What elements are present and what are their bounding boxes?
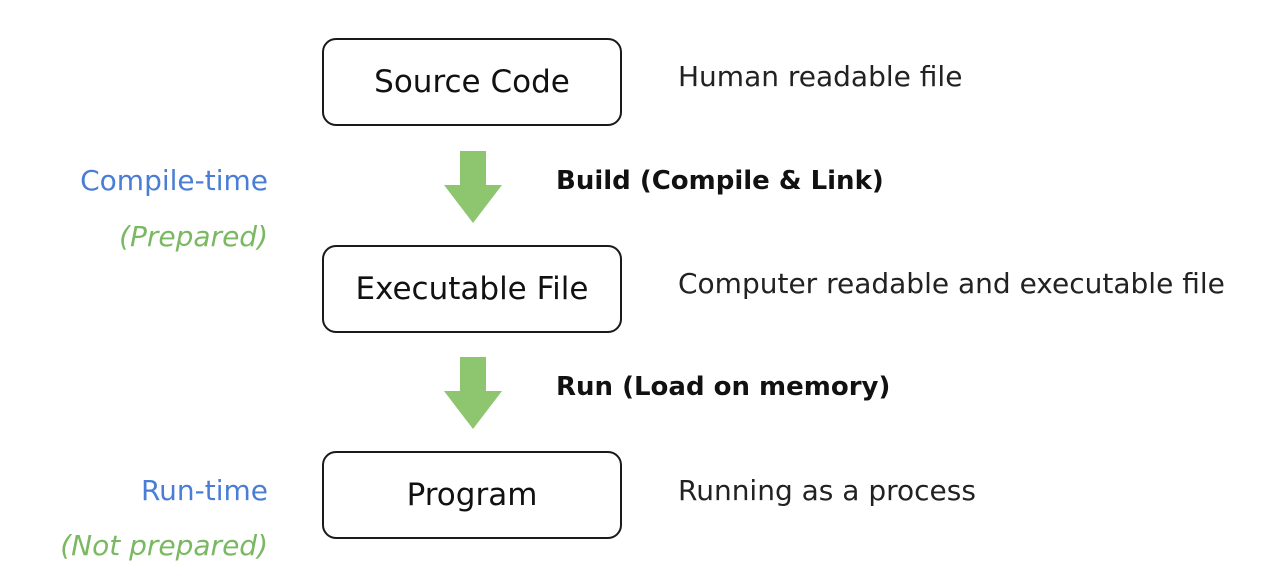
build-arrow-icon: [444, 151, 502, 223]
executable-file-box: Executable File: [322, 245, 622, 333]
executable-file-description: Computer readable and executable file: [678, 267, 1225, 300]
source-code-description: Human readable file: [678, 60, 963, 93]
executable-file-label: Executable File: [355, 271, 589, 307]
program-label: Program: [406, 477, 538, 513]
compile-time-note: (Prepared): [119, 220, 268, 253]
run-arrow-icon: [444, 357, 502, 429]
source-code-box: Source Code: [322, 38, 622, 126]
build-step-label: Build (Compile & Link): [556, 166, 884, 196]
run-time-label: Run-time: [140, 474, 268, 507]
run-time-note: (Not prepared): [60, 529, 268, 562]
program-description: Running as a process: [678, 474, 976, 507]
source-code-label: Source Code: [374, 64, 570, 100]
program-box: Program: [322, 451, 622, 539]
run-step-label: Run (Load on memory): [556, 372, 891, 402]
compile-time-label: Compile-time: [80, 164, 268, 197]
